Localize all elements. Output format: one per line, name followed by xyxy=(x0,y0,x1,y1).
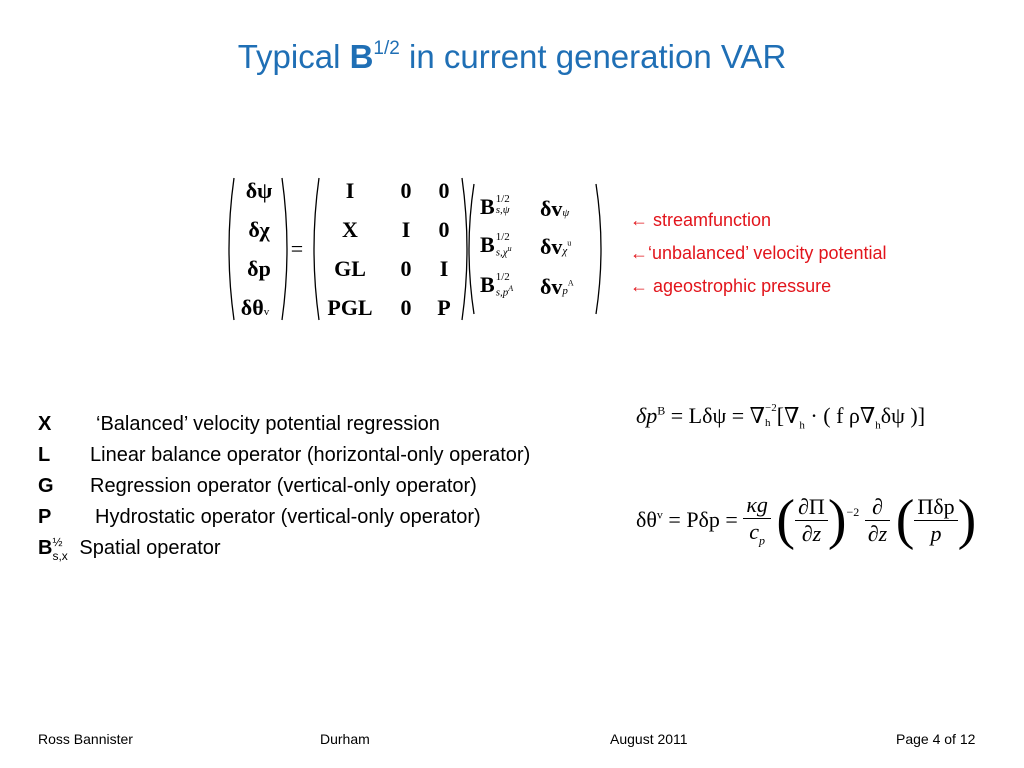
op-1-1: I xyxy=(345,178,355,203)
op-2-2: I xyxy=(401,217,411,242)
matrix-brackets xyxy=(228,177,602,321)
footer-author: Ross Bannister xyxy=(38,731,133,747)
op-3-2: 0 xyxy=(400,256,412,281)
annotation-unbalanced-velocity-potential: ←‘unbalanced’ velocity potential xyxy=(630,243,887,263)
op-2-1: X xyxy=(342,217,358,242)
annotation-streamfunction: ← streamfunction xyxy=(630,210,772,230)
footer-page-number: Page 4 of 12 xyxy=(896,731,976,747)
op-2-3: 0 xyxy=(438,217,450,242)
fraction-d-dz: ∂∂z xyxy=(864,494,891,547)
fraction-dpi-dz: ∂Π∂z xyxy=(795,494,828,547)
slide-title: Typical B1/2 in current generation VAR xyxy=(237,38,787,75)
footer-location: Durham xyxy=(320,731,370,747)
v-chi: δvχu xyxy=(540,234,572,259)
op-3-3: I xyxy=(439,256,449,281)
footer-date: August 2011 xyxy=(610,731,688,747)
lhs-p: δp xyxy=(247,256,271,281)
op-4-3: P xyxy=(437,295,451,320)
equals-sign: = xyxy=(290,236,304,261)
matrix-equation: δψ δχ δp δθv = I 0 0 X I 0 GL 0 I PGL 0 … xyxy=(222,174,612,324)
op-1-2: 0 xyxy=(400,178,412,203)
op-4-1: PGL xyxy=(327,295,373,320)
v-p: δvpA xyxy=(540,274,574,299)
op-4-2: 0 xyxy=(400,295,412,320)
lhs-theta: δθv xyxy=(240,295,270,320)
op-1-3: 0 xyxy=(438,178,450,203)
op-3-1: GL xyxy=(334,256,366,281)
legend-item-x: X‘Balanced’ velocity potential regressio… xyxy=(38,413,440,435)
v-psi: δvψ xyxy=(540,196,570,221)
annotation-ageostrophic-pressure: ← ageostrophic pressure xyxy=(630,276,832,296)
lhs-psi: δψ xyxy=(245,178,273,203)
lhs-chi: δχ xyxy=(248,217,270,242)
